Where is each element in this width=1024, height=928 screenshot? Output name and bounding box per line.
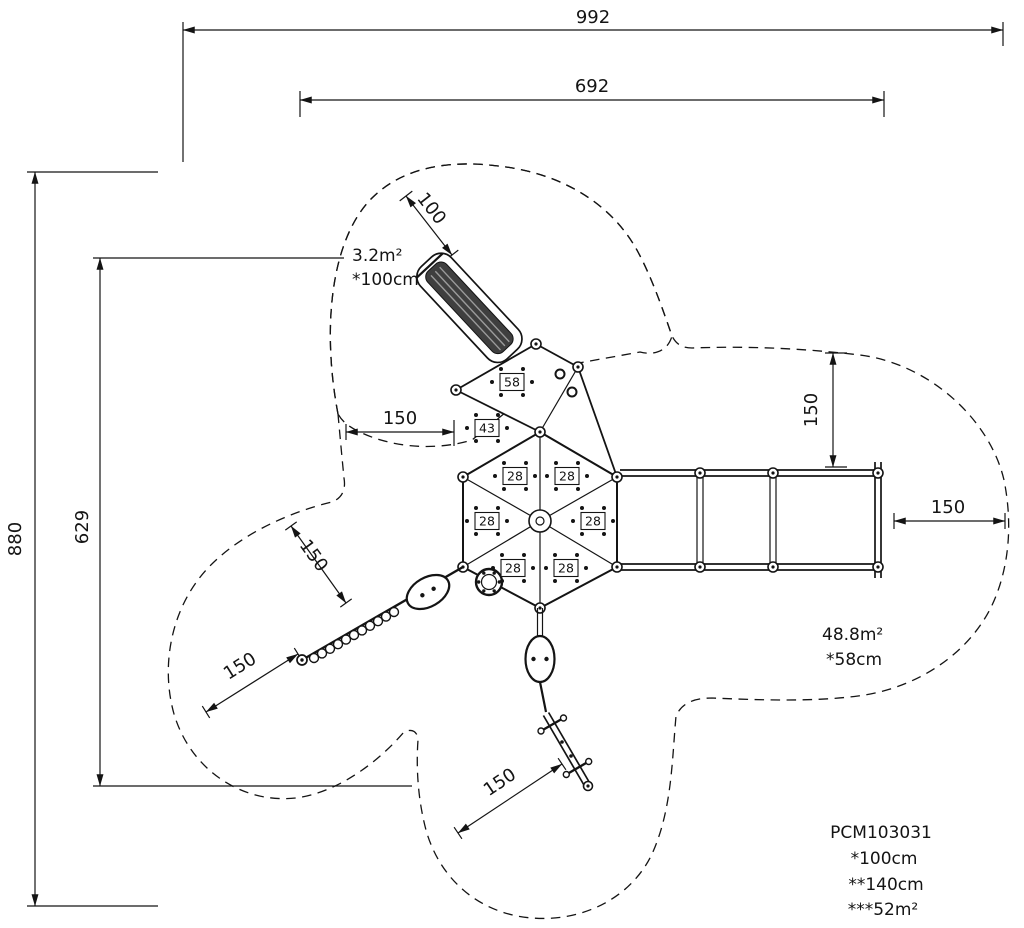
panel-28-nw-value: 28 bbox=[507, 469, 523, 484]
dim-clearance-bottom: 150 bbox=[453, 757, 567, 840]
panel-28-w: 28 bbox=[465, 506, 509, 536]
panel-28-ne: 28 bbox=[545, 461, 589, 491]
panel-28-sw: 28 bbox=[491, 553, 535, 583]
dim-clearance-sw-inner-value: 150 bbox=[295, 536, 332, 576]
safety-zone-outline bbox=[167, 163, 1010, 920]
main-zone-height: *58cm bbox=[826, 650, 882, 670]
bridge-posts bbox=[694, 467, 884, 573]
slide-zone-height: *100cm bbox=[352, 270, 419, 290]
dim-overall-width: 992 bbox=[182, 7, 1004, 162]
climbing-rope bbox=[296, 565, 504, 666]
slide bbox=[415, 252, 523, 364]
dim-inner-width: 692 bbox=[299, 76, 885, 117]
main-zone-label: 48.8m² *58cm bbox=[822, 625, 883, 670]
title-note-2: **140cm bbox=[848, 875, 923, 895]
panel-43: 43 bbox=[465, 413, 509, 443]
dim-clearance-sw-outer-value: 150 bbox=[220, 648, 260, 684]
dim-clearance-sw-outer: 150 bbox=[201, 647, 303, 719]
dim-inner-width-value: 692 bbox=[575, 76, 609, 97]
slide-zone-label: 3.2m² *100cm bbox=[352, 246, 419, 290]
dim-slide-clearance-value: 100 bbox=[412, 189, 450, 229]
bottom-ring bbox=[524, 634, 556, 684]
title-note-1: *100cm bbox=[851, 849, 918, 869]
upper-platform bbox=[454, 342, 619, 480]
rope-beads bbox=[308, 606, 400, 664]
panel-58-value: 58 bbox=[504, 375, 520, 390]
panel-28-ne-value: 28 bbox=[559, 469, 575, 484]
title-note-3: ***52m² bbox=[848, 900, 919, 920]
panel-28-w-value: 28 bbox=[479, 514, 495, 529]
panel-28-se-value: 28 bbox=[558, 561, 574, 576]
title-block: PCM103031 *100cm **140cm ***52m² bbox=[830, 823, 932, 920]
panel-58: 58 bbox=[490, 367, 534, 397]
panel-28-se: 28 bbox=[544, 553, 588, 583]
bridge bbox=[620, 462, 884, 578]
dim-overall-height: 880 bbox=[5, 171, 158, 907]
dim-clearance-right-vertical-value: 150 bbox=[801, 393, 822, 427]
dim-clearance-left-value: 150 bbox=[383, 408, 417, 429]
dim-inner-height: 629 bbox=[72, 257, 412, 787]
dim-inner-height-value: 629 bbox=[72, 510, 93, 544]
spinner-wheel bbox=[474, 567, 504, 597]
dim-slide-clearance: 100 bbox=[399, 189, 459, 261]
dim-clearance-left: 150 bbox=[345, 408, 455, 446]
model-code: PCM103031 bbox=[830, 823, 932, 843]
dim-clearance-sw-inner: 150 bbox=[284, 521, 353, 608]
rope-ring bbox=[405, 573, 451, 611]
grab-handles bbox=[554, 368, 578, 398]
dim-clearance-right-horizontal-value: 150 bbox=[931, 497, 965, 518]
main-zone-area: 48.8m² bbox=[822, 625, 883, 645]
panel-28-nw: 28 bbox=[493, 461, 537, 491]
dim-clearance-right-vertical: 150 bbox=[801, 352, 847, 468]
dim-clearance-right-horizontal: 150 bbox=[893, 497, 1006, 529]
panel-43-value: 43 bbox=[479, 421, 495, 436]
panel-28-e: 28 bbox=[571, 506, 615, 536]
slide-zone-area: 3.2m² bbox=[352, 246, 402, 266]
panel-28-e-value: 28 bbox=[585, 514, 601, 529]
dim-overall-width-value: 992 bbox=[576, 7, 610, 28]
dim-overall-height-value: 880 bbox=[5, 522, 26, 556]
panel-28-sw-value: 28 bbox=[505, 561, 521, 576]
bottom-climber bbox=[524, 608, 594, 792]
